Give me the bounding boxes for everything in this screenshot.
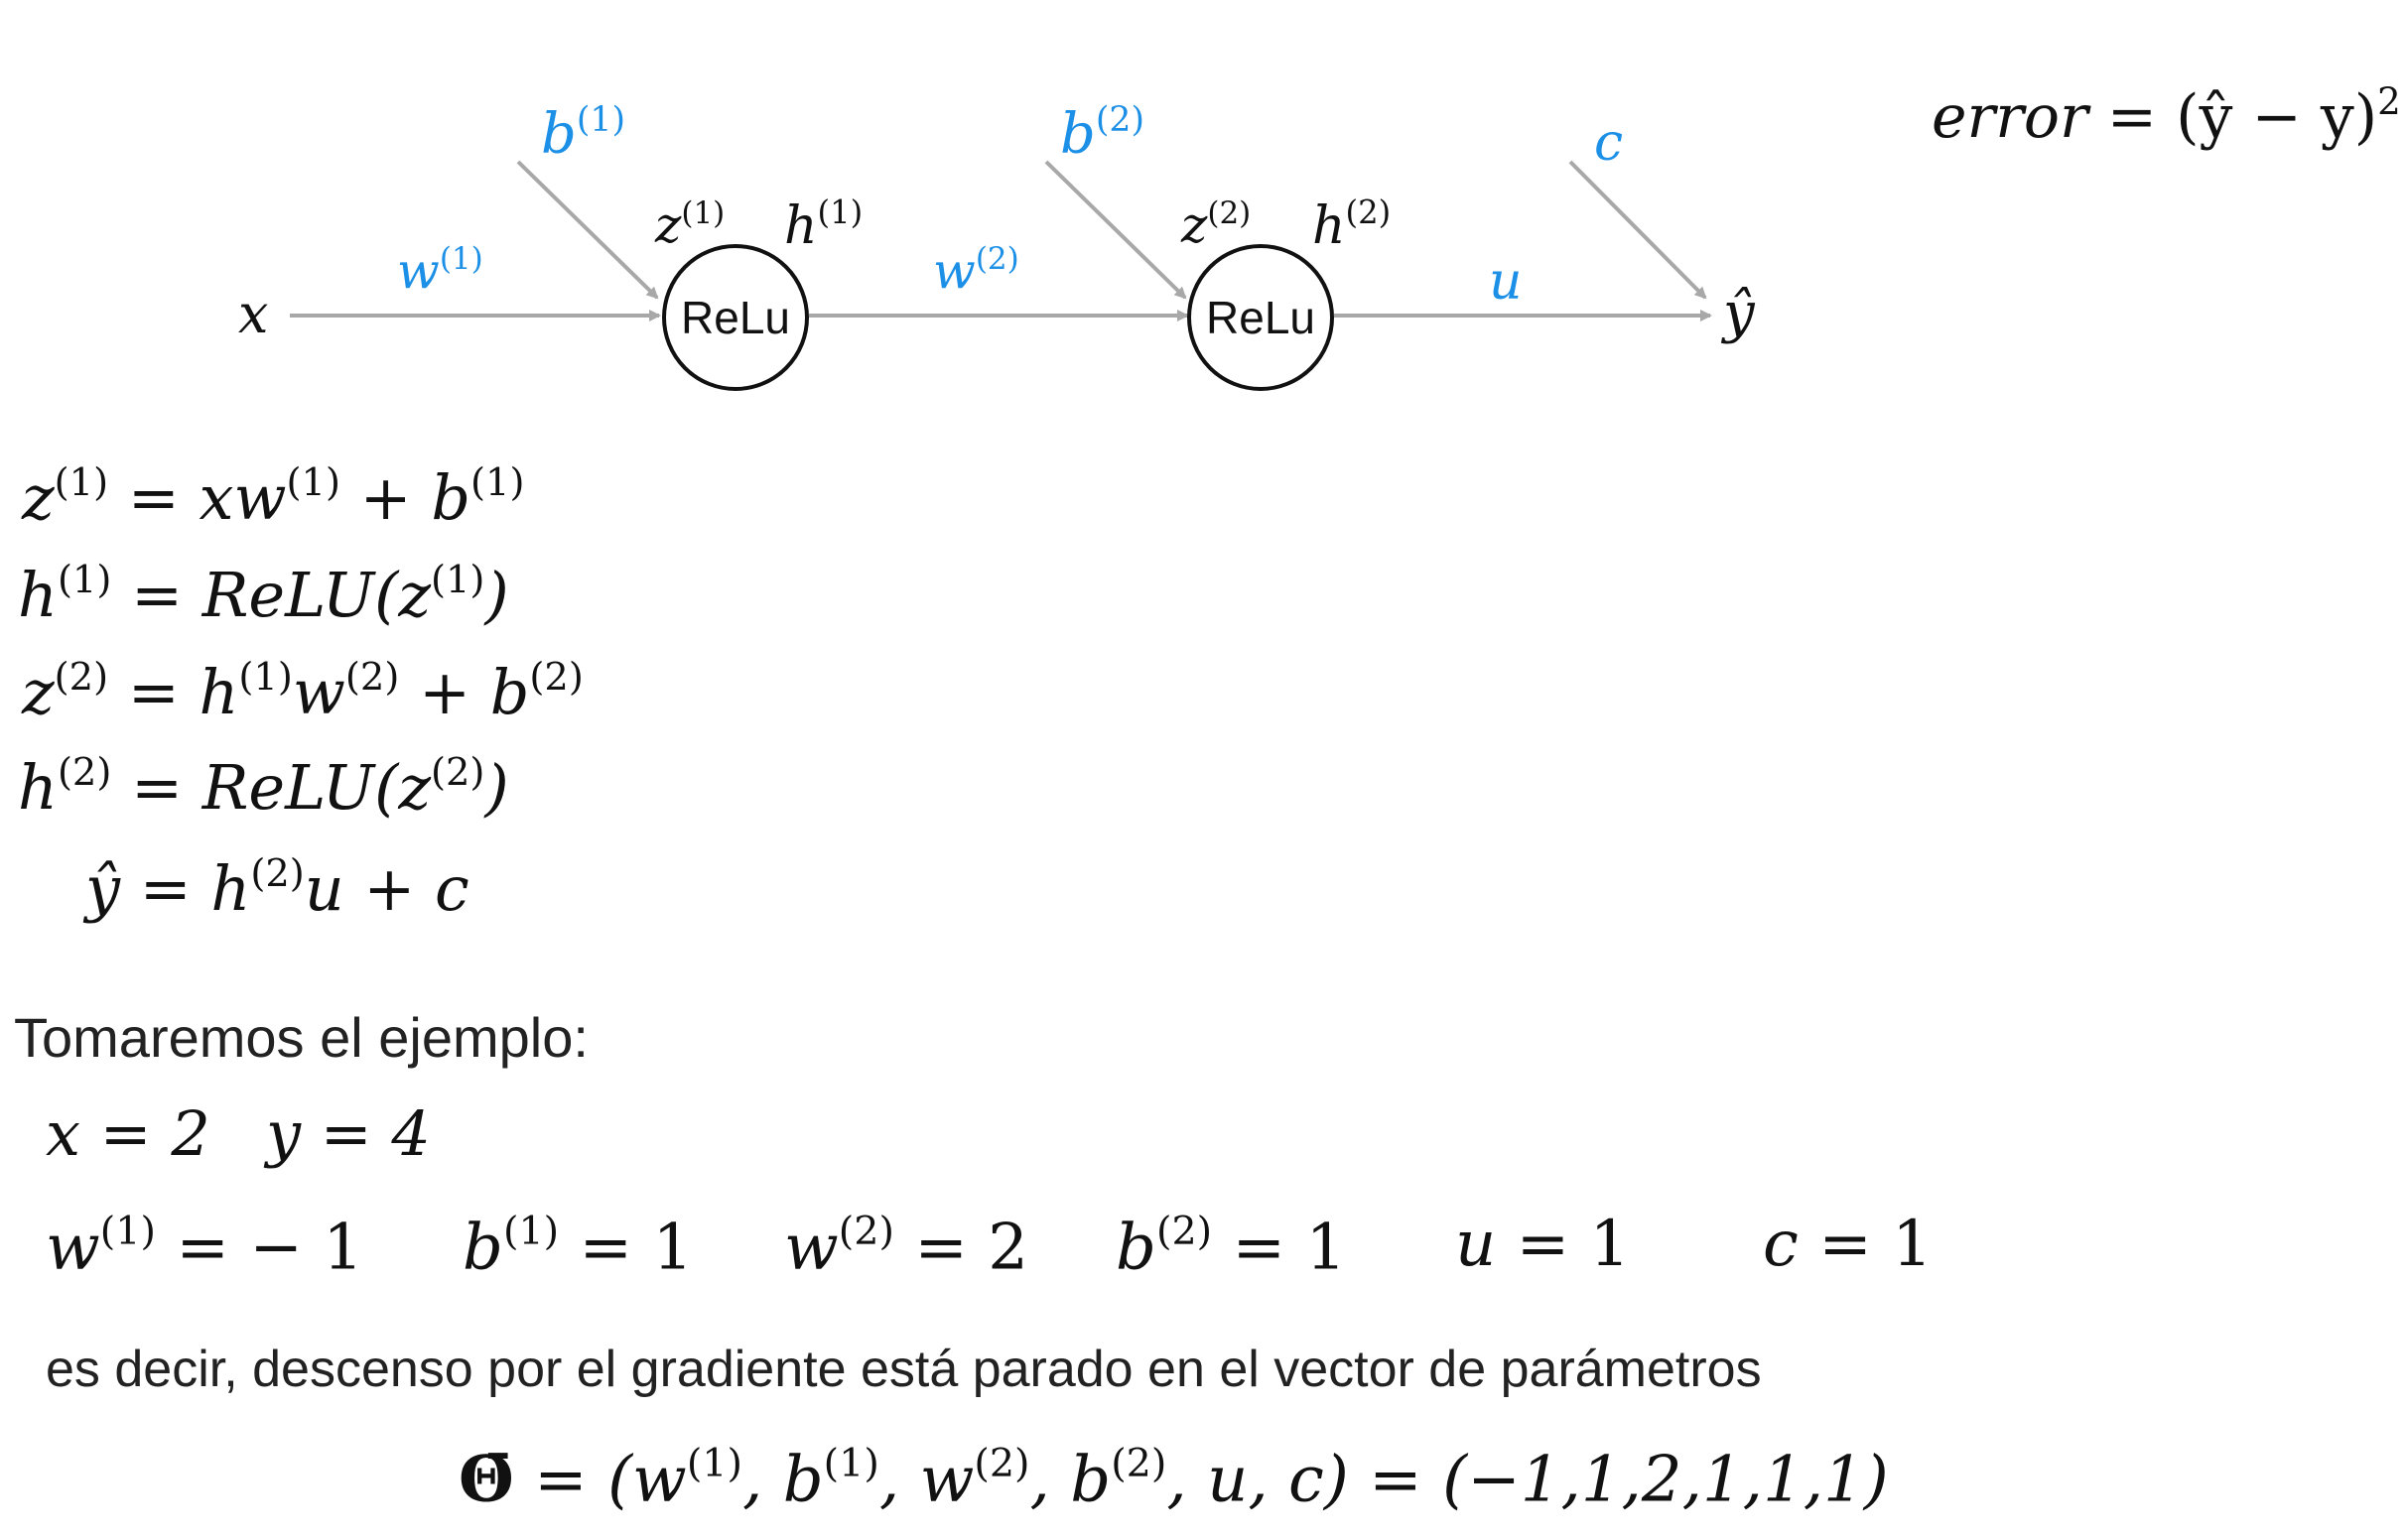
edge-b1-to-relu1 bbox=[516, 160, 659, 300]
param-b2: b(2) = 1 bbox=[1116, 1209, 1347, 1285]
example-heading: Tomaremos el ejemplo: bbox=[14, 1006, 589, 1069]
param-u: u = 1 bbox=[1455, 1208, 1631, 1281]
activation-h1-label: h(1) bbox=[784, 193, 864, 256]
equation-z2: z(2) = h(1)w(2) + b(2) bbox=[22, 655, 584, 728]
edge-b2-to-relu2 bbox=[1044, 160, 1187, 300]
weight-u-label: u bbox=[1489, 252, 1523, 312]
bias-c-label: c bbox=[1594, 113, 1624, 173]
relu-node-2 bbox=[1187, 244, 1334, 391]
param-c: c = 1 bbox=[1763, 1208, 1933, 1281]
error-formula: error = (ŷ − y)2 bbox=[1932, 79, 2401, 153]
example-y-value: y = 4 bbox=[266, 1097, 431, 1170]
network-diagram: ReLu ReLu bbox=[290, 160, 1712, 391]
theta-vector-equation: Θ̄ = (w(1), b(1), w(2), b(2), u, c) = (−… bbox=[459, 1441, 1889, 1517]
output-yhat-label: ŷ bbox=[1723, 281, 1755, 345]
param-w1: w(1) = − 1 bbox=[46, 1209, 363, 1285]
weight-w2-label: w(2) bbox=[933, 241, 1019, 301]
bias-b2-label: b(2) bbox=[1060, 100, 1145, 167]
pre-activation-z2-label: z(2) bbox=[1181, 195, 1252, 255]
relu-node-1 bbox=[662, 244, 809, 391]
example-x-value: x = 2 bbox=[46, 1097, 210, 1170]
activation-h2-label: h(2) bbox=[1312, 193, 1392, 256]
param-b1: b(1) = 1 bbox=[463, 1209, 694, 1285]
param-w2: w(2) = 2 bbox=[784, 1209, 1029, 1285]
relu-node-2-label: ReLu bbox=[1206, 292, 1315, 343]
weight-w1-label: w(1) bbox=[397, 241, 483, 301]
bias-b1-label: b(1) bbox=[541, 100, 626, 167]
pre-activation-z1-label: z(1) bbox=[655, 195, 726, 255]
equation-z1: z(1) = xw(1) + b(1) bbox=[22, 460, 525, 534]
equation-h2: h(2) = ReLU(z(2)) bbox=[18, 750, 509, 824]
relu-node-1-label: ReLu bbox=[681, 292, 790, 343]
equation-h1: h(1) = ReLU(z(1)) bbox=[18, 558, 509, 631]
equation-yhat: ŷ = h(2)u + c bbox=[85, 851, 469, 925]
input-x-label: x bbox=[238, 283, 269, 345]
edge-c-to-output bbox=[1568, 160, 1707, 300]
gradient-descent-note: es decir, descenso por el gradiente está… bbox=[46, 1341, 1762, 1398]
